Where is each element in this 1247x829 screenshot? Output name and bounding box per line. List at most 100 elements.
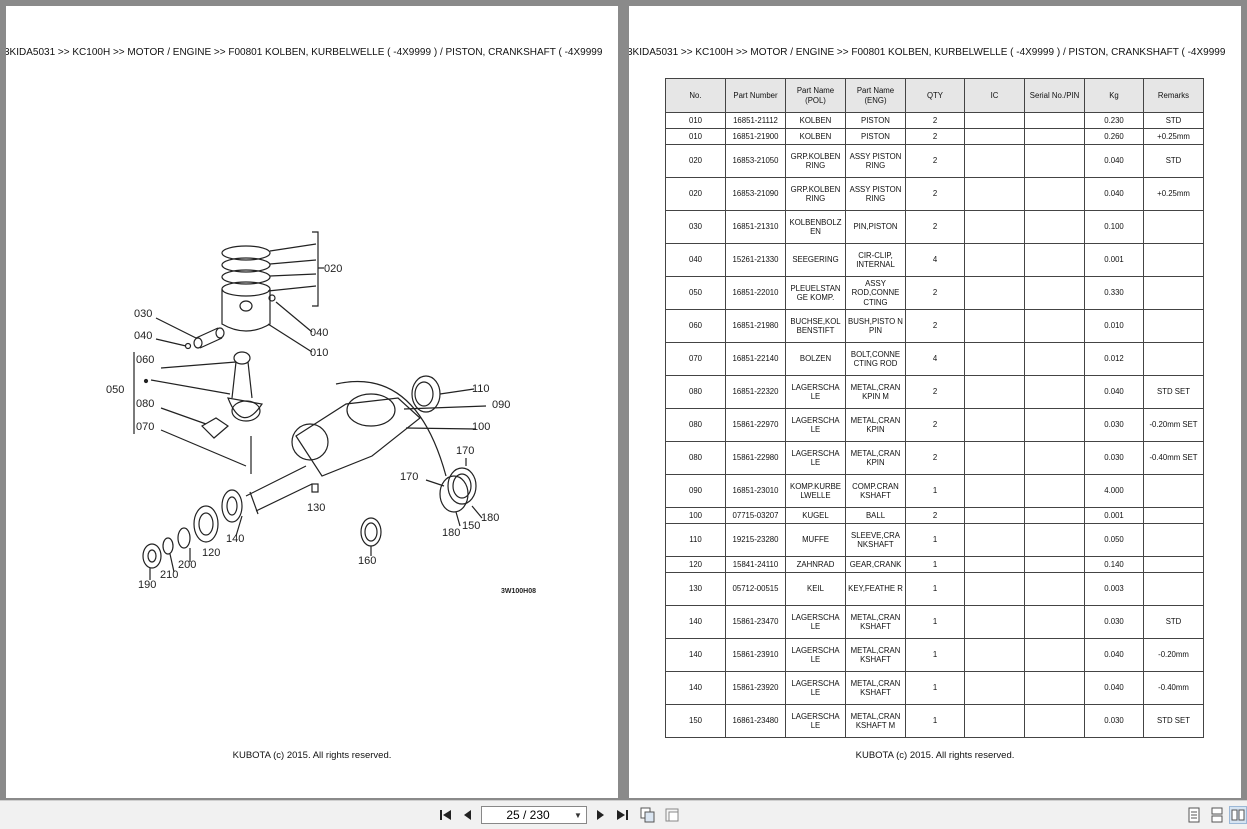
cell-remarks: STD SET bbox=[1143, 704, 1204, 738]
cell-ic bbox=[964, 144, 1025, 178]
cell-ic bbox=[964, 572, 1025, 606]
drawing-code: 3W100H08 bbox=[501, 588, 536, 595]
cell-kg: 0.010 bbox=[1084, 309, 1144, 343]
cell-part-number: 16851-22320 bbox=[725, 375, 786, 409]
right-footer-copyright: KUBOTA (c) 2015. All rights reserved. bbox=[855, 750, 1015, 761]
cell-part-number: 16861-23480 bbox=[725, 704, 786, 738]
cell-part-name-eng: PIN,PISTON bbox=[845, 210, 906, 244]
page-number-select[interactable]: 25 / 230 ▼ bbox=[481, 806, 587, 824]
col-part-number: Part Number bbox=[725, 78, 786, 113]
cell-qty: 1 bbox=[905, 671, 965, 705]
cell-part-number: 15861-22970 bbox=[725, 408, 786, 442]
callout-070: 070 bbox=[136, 421, 154, 433]
cell-remarks: STD bbox=[1143, 605, 1204, 639]
cell-part-name-eng: METAL,CRAN KSHAFT M bbox=[845, 704, 906, 738]
cell-kg: 0.100 bbox=[1084, 210, 1144, 244]
cell-no: 080 bbox=[665, 441, 726, 475]
cell-part-number: 15861-23910 bbox=[725, 638, 786, 672]
callout-040: 040 bbox=[134, 330, 152, 342]
cell-qty: 1 bbox=[905, 638, 965, 672]
cell-qty: 2 bbox=[905, 210, 965, 244]
cell-ic bbox=[964, 112, 1025, 129]
last-page-icon[interactable] bbox=[613, 806, 631, 824]
cell-no: 130 bbox=[665, 572, 726, 606]
cell-no: 090 bbox=[665, 474, 726, 508]
single-page-view-icon[interactable] bbox=[1185, 806, 1203, 824]
cell-ic bbox=[964, 210, 1025, 244]
cell-kg: 0.040 bbox=[1084, 638, 1144, 672]
cell-no: 080 bbox=[665, 408, 726, 442]
cell-ic bbox=[964, 507, 1025, 524]
cell-remarks bbox=[1143, 342, 1204, 376]
table-header-row: No. Part Number Part Name (POL) Part Nam… bbox=[665, 78, 1204, 113]
cell-part-name-eng: ASSY PISTON RING bbox=[845, 177, 906, 211]
cell-serial bbox=[1024, 704, 1085, 738]
cell-part-name-pol: KEIL bbox=[785, 572, 846, 606]
pages-icon[interactable] bbox=[663, 806, 681, 824]
cell-part-name-eng: ASSY ROD,CONNE CTING bbox=[845, 276, 906, 310]
callout-180: 180 bbox=[442, 527, 460, 539]
cell-part-name-eng: SLEEVE,CRA NKSHAFT bbox=[845, 523, 906, 557]
cell-serial bbox=[1024, 441, 1085, 475]
piston-ring-2 bbox=[221, 257, 271, 273]
callout-170-top: 170 bbox=[456, 445, 474, 457]
cell-part-name-eng: METAL,CRAN KPIN bbox=[845, 441, 906, 475]
copy-icon[interactable] bbox=[639, 806, 657, 824]
two-page-view-icon[interactable] bbox=[1229, 806, 1247, 824]
cell-qty: 1 bbox=[905, 474, 965, 508]
cell-kg: 0.001 bbox=[1084, 243, 1144, 277]
cell-qty: 2 bbox=[905, 441, 965, 475]
cell-part-name-eng: PISTON bbox=[845, 112, 906, 129]
cell-part-name-pol: GRP.KOLBEN RING bbox=[785, 144, 846, 178]
cell-qty: 1 bbox=[905, 605, 965, 639]
cell-remarks bbox=[1143, 523, 1204, 557]
cell-part-name-pol: BOLZEN bbox=[785, 342, 846, 376]
cell-serial bbox=[1024, 638, 1085, 672]
cell-remarks: -0.20mm bbox=[1143, 638, 1204, 672]
cell-ic bbox=[964, 128, 1025, 145]
cell-no: 080 bbox=[665, 375, 726, 409]
two-page-scroll-icon[interactable] bbox=[1208, 806, 1226, 824]
first-page-icon[interactable] bbox=[437, 806, 455, 824]
prev-page-icon[interactable] bbox=[459, 806, 477, 824]
piston-body bbox=[221, 289, 271, 332]
cell-part-name-eng: PISTON bbox=[845, 128, 906, 145]
cell-part-number: 19215-23280 bbox=[725, 523, 786, 557]
cell-no: 110 bbox=[665, 523, 726, 557]
cell-remarks bbox=[1143, 507, 1204, 524]
cell-qty: 1 bbox=[905, 556, 965, 573]
cell-ic bbox=[964, 523, 1025, 557]
left-page: 3KIDA5031 >> KC100H >> MOTOR / ENGINE >>… bbox=[6, 6, 618, 798]
cell-part-number: 15261-21330 bbox=[725, 243, 786, 277]
cell-remarks: STD SET bbox=[1143, 375, 1204, 409]
cell-part-name-pol: GRP.KOLBEN RING bbox=[785, 177, 846, 211]
cell-no: 060 bbox=[665, 309, 726, 343]
left-breadcrumb: 3KIDA5031 >> KC100H >> MOTOR / ENGINE >>… bbox=[6, 47, 603, 58]
parts-table: No. Part Number Part Name (POL) Part Nam… bbox=[665, 78, 1204, 738]
cell-no: 050 bbox=[665, 276, 726, 310]
left-footer-copyright: KUBOTA (c) 2015. All rights reserved. bbox=[232, 750, 392, 761]
cell-qty: 4 bbox=[905, 342, 965, 376]
cell-serial bbox=[1024, 408, 1085, 442]
cell-kg: 0.001 bbox=[1084, 507, 1144, 524]
cell-serial bbox=[1024, 507, 1085, 524]
cell-qty: 2 bbox=[905, 375, 965, 409]
cell-qty: 2 bbox=[905, 276, 965, 310]
cell-part-name-pol: LAGERSCHA LE bbox=[785, 408, 846, 442]
cell-remarks: +0.25mm bbox=[1143, 177, 1204, 211]
cell-remarks bbox=[1143, 556, 1204, 573]
cell-serial bbox=[1024, 309, 1085, 343]
cell-remarks bbox=[1143, 474, 1204, 508]
cell-no: 010 bbox=[665, 128, 726, 145]
cell-ic bbox=[964, 671, 1025, 705]
cell-part-number: 16853-21050 bbox=[725, 144, 786, 178]
cell-serial bbox=[1024, 572, 1085, 606]
cell-part-name-pol: LAGERSCHA LE bbox=[785, 375, 846, 409]
next-page-icon[interactable] bbox=[591, 806, 609, 824]
cell-ic bbox=[964, 474, 1025, 508]
